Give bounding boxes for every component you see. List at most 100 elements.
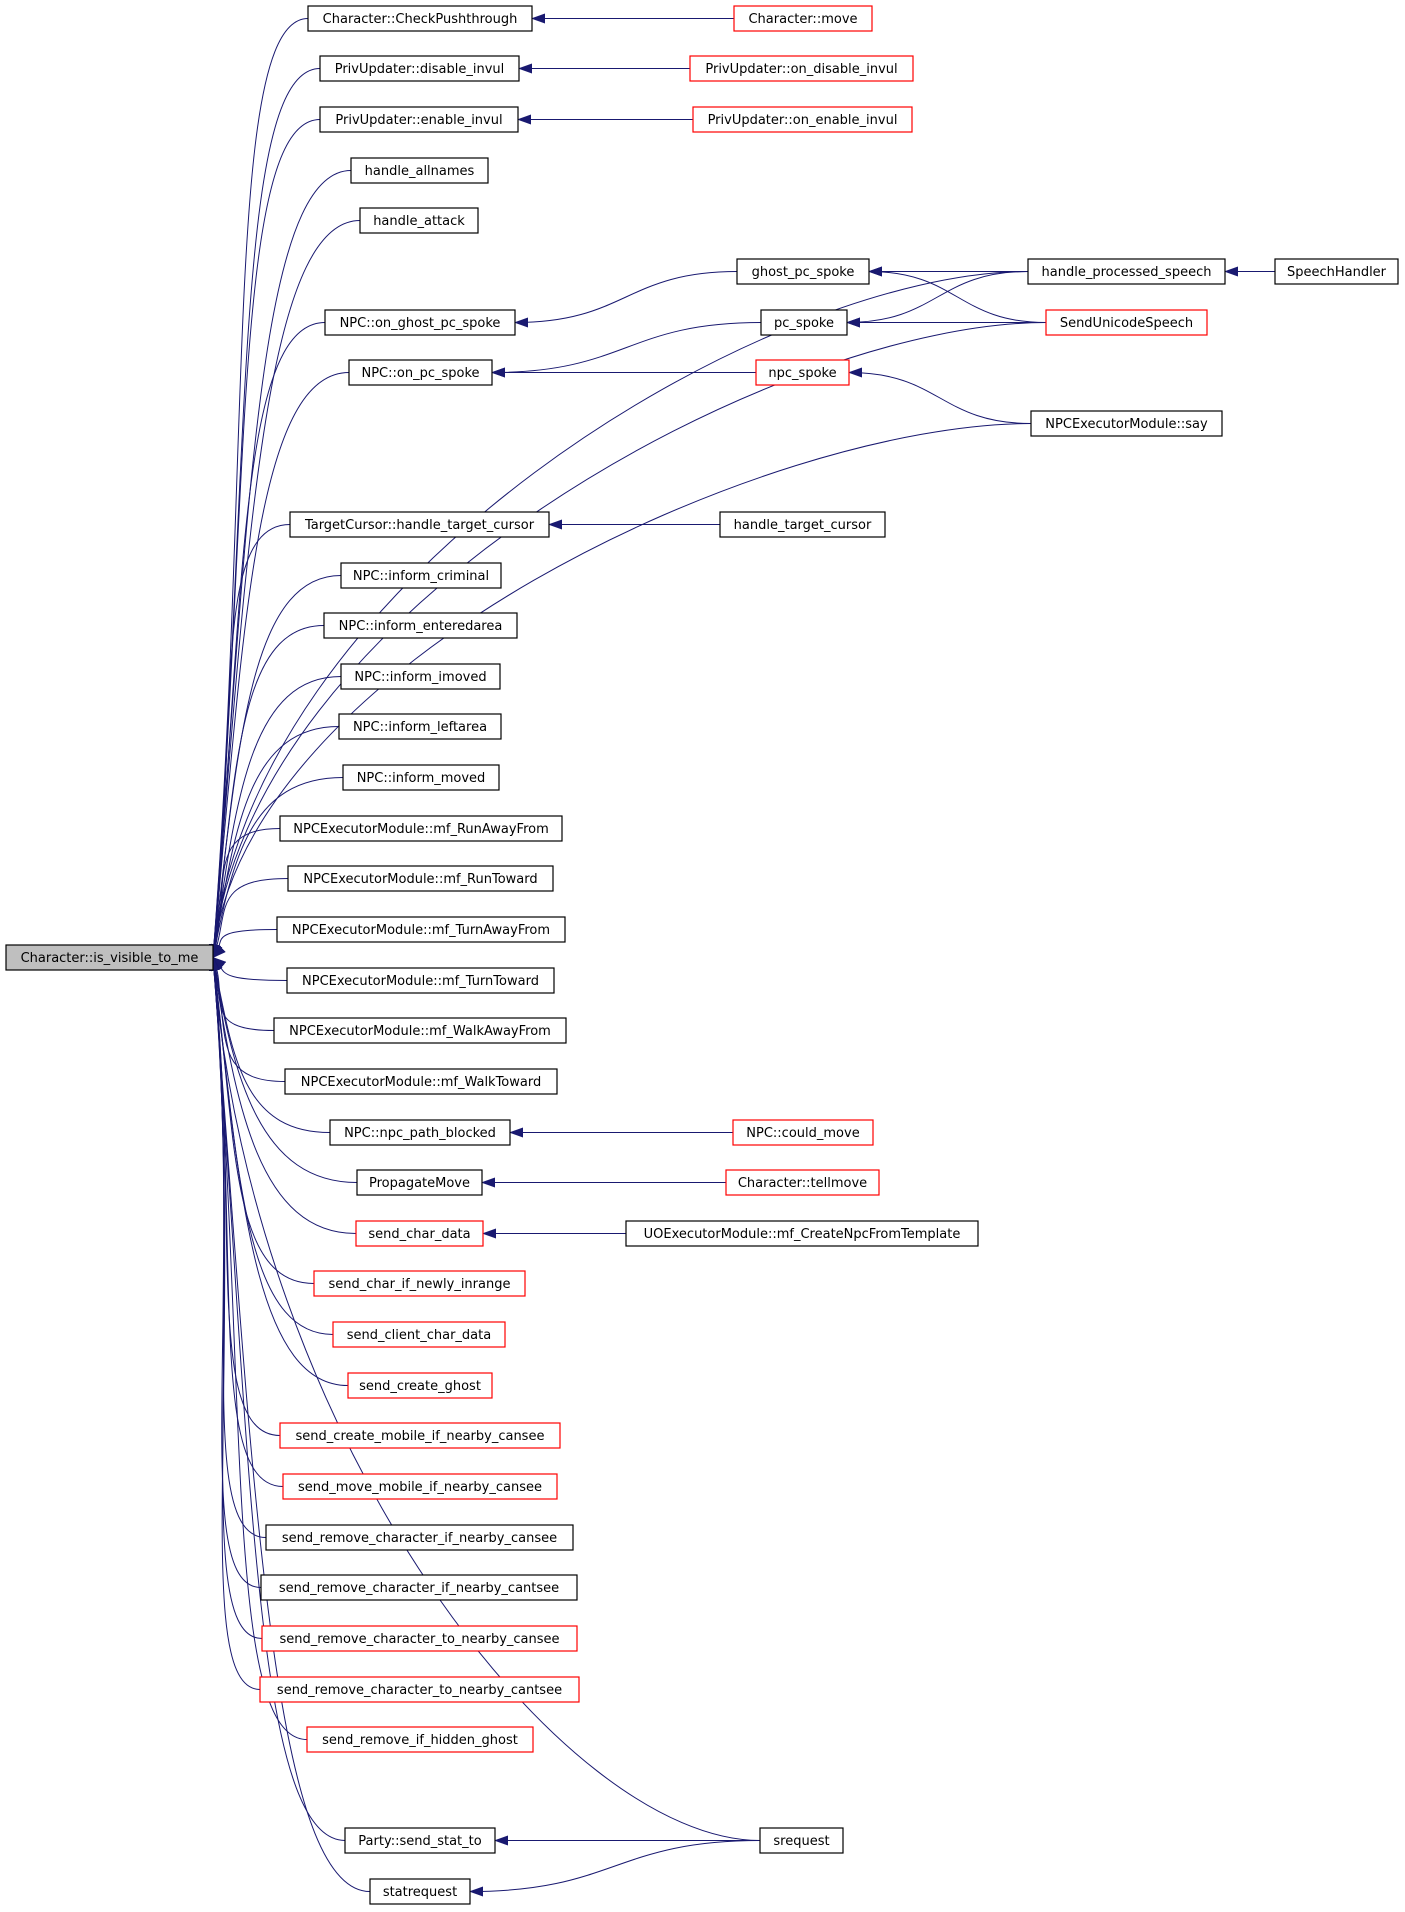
edge-n_say-to-n_npcspoke bbox=[848, 367, 1032, 424]
node-box bbox=[259, 1676, 580, 1703]
node-couldmove[interactable]: NPC::could_move bbox=[732, 1119, 874, 1146]
node-label: send_char_data bbox=[368, 1227, 470, 1242]
node-ghostspoke[interactable]: ghost_pc_spoke bbox=[736, 258, 870, 285]
node-tchtc[interactable]: TargetCursor::handle_target_cursor bbox=[289, 511, 550, 538]
root-node[interactable]: Character::is_visible_to_me bbox=[5, 944, 214, 971]
node-left[interactable]: NPC::inform_leftarea bbox=[338, 713, 502, 740]
node-moved[interactable]: NPC::inform_moved bbox=[342, 764, 500, 791]
node-rmhidden[interactable]: send_remove_if_hidden_ghost bbox=[306, 1726, 534, 1753]
edge-n_runtow-to-root bbox=[212, 878, 289, 959]
node-rmcansee[interactable]: send_remove_character_if_nearby_cansee bbox=[265, 1524, 574, 1551]
node-tellmove[interactable]: Character::tellmove bbox=[725, 1169, 880, 1196]
node-label: ghost_pc_spoke bbox=[752, 265, 855, 280]
node-box bbox=[1045, 309, 1208, 336]
node-createmob[interactable]: send_create_mobile_if_nearby_cansee bbox=[279, 1422, 561, 1449]
node-ghost[interactable]: send_create_ghost bbox=[347, 1372, 493, 1399]
node-label: srequest bbox=[773, 1834, 829, 1849]
node-attack[interactable]: handle_attack bbox=[359, 207, 479, 234]
edge-n_left-to-root bbox=[210, 726, 340, 959]
node-box bbox=[692, 106, 913, 133]
node-runtow[interactable]: NPCExecutorModule::mf_RunToward bbox=[287, 865, 554, 892]
node-label: NPCExecutorModule::mf_RunAwayFrom bbox=[293, 822, 549, 837]
node-label: PrivUpdater::enable_invul bbox=[335, 113, 502, 128]
node-box bbox=[1030, 410, 1223, 437]
node-label: send_create_mobile_if_nearby_cansee bbox=[296, 1429, 545, 1444]
node-label: send_create_ghost bbox=[359, 1379, 481, 1394]
node-label: NPC::inform_moved bbox=[357, 771, 486, 786]
node-checkpush[interactable]: Character::CheckPushthrough bbox=[307, 5, 533, 32]
edge-n_turntow-to-root bbox=[212, 956, 288, 981]
edge-n_rmcansee-to-root bbox=[209, 956, 267, 1538]
node-box bbox=[342, 764, 500, 791]
node-rmtocantsee[interactable]: send_remove_character_to_nearby_cantsee bbox=[259, 1676, 580, 1703]
node-srequest[interactable]: srequest bbox=[759, 1827, 844, 1854]
node-onpc[interactable]: NPC::on_pc_spoke bbox=[348, 359, 493, 386]
node-box bbox=[359, 207, 479, 234]
node-label: send_move_mobile_if_nearby_cansee bbox=[298, 1480, 542, 1495]
node-label: pc_spoke bbox=[774, 316, 834, 331]
node-label: Party::send_stat_to bbox=[358, 1834, 481, 1849]
node-oneninv[interactable]: PrivUpdater::on_enable_invul bbox=[692, 106, 913, 133]
node-box bbox=[306, 1726, 534, 1753]
node-sus[interactable]: SendUnicodeSpeech bbox=[1045, 309, 1208, 336]
node-label: send_remove_character_to_nearby_cansee bbox=[279, 1632, 559, 1647]
node-label: send_remove_if_hidden_ghost bbox=[322, 1733, 518, 1748]
node-walkaway[interactable]: NPCExecutorModule::mf_WalkAwayFrom bbox=[273, 1017, 567, 1044]
edge-n_runaway-to-root bbox=[211, 828, 281, 959]
node-turnaway[interactable]: NPCExecutorModule::mf_TurnAwayFrom bbox=[276, 916, 566, 943]
node-pathblk[interactable]: NPC::npc_path_blocked bbox=[329, 1119, 511, 1146]
node-label: NPCExecutorModule::mf_WalkToward bbox=[301, 1075, 541, 1090]
node-box bbox=[340, 663, 501, 690]
node-newly[interactable]: send_char_if_newly_inrange bbox=[313, 1270, 526, 1297]
node-label: send_char_if_newly_inrange bbox=[329, 1277, 511, 1292]
node-createnpc[interactable]: UOExecutorModule::mf_CreateNpcFromTempla… bbox=[625, 1220, 979, 1247]
node-scd[interactable]: send_char_data bbox=[355, 1220, 484, 1247]
node-box bbox=[313, 1270, 526, 1297]
node-label: send_client_char_data bbox=[347, 1328, 491, 1343]
node-sendstat[interactable]: Party::send_stat_to bbox=[344, 1827, 496, 1854]
node-eninv[interactable]: PrivUpdater::enable_invul bbox=[319, 106, 519, 133]
node-label: statrequest bbox=[383, 1885, 457, 1900]
node-label: send_remove_character_if_nearby_cansee bbox=[282, 1531, 557, 1546]
node-crim[interactable]: NPC::inform_criminal bbox=[340, 562, 502, 589]
node-movemob[interactable]: send_move_mobile_if_nearby_cansee bbox=[282, 1473, 558, 1500]
node-box bbox=[5, 944, 214, 971]
node-box bbox=[332, 1321, 506, 1348]
node-box bbox=[760, 309, 848, 336]
edge-n_statreq-to-root bbox=[209, 956, 371, 1892]
node-box bbox=[329, 1119, 511, 1146]
node-propmove[interactable]: PropagateMove bbox=[356, 1169, 483, 1196]
node-speechh[interactable]: SpeechHandler bbox=[1274, 258, 1399, 285]
node-chmove[interactable]: Character::move bbox=[733, 5, 873, 32]
node-box bbox=[279, 1422, 561, 1449]
node-htc[interactable]: handle_target_cursor bbox=[719, 511, 886, 538]
edge-n_imoved-to-root bbox=[209, 676, 342, 959]
edge-n_say-to-root bbox=[209, 423, 1032, 959]
node-imoved[interactable]: NPC::inform_imoved bbox=[340, 663, 501, 690]
node-onghost[interactable]: NPC::on_ghost_pc_spoke bbox=[324, 309, 516, 336]
edge-n_hps-to-n_pcspoke bbox=[846, 271, 1029, 328]
node-box bbox=[689, 55, 914, 82]
edge-n_propmove-to-root bbox=[210, 956, 358, 1183]
node-runaway[interactable]: NPCExecutorModule::mf_RunAwayFrom bbox=[279, 815, 563, 842]
edge-n_sendstat-to-root bbox=[209, 956, 346, 1841]
node-rmcantsee[interactable]: send_remove_character_if_nearby_cantsee bbox=[260, 1574, 578, 1601]
nodes-layer: Character::is_visible_to_me Character::Ch… bbox=[5, 5, 1399, 1905]
node-box bbox=[344, 1827, 496, 1854]
node-pcspoke[interactable]: pc_spoke bbox=[760, 309, 848, 336]
node-say[interactable]: NPCExecutorModule::say bbox=[1030, 410, 1223, 437]
node-enter[interactable]: NPC::inform_enteredarea bbox=[323, 612, 518, 639]
node-disinv[interactable]: PrivUpdater::disable_invul bbox=[319, 55, 520, 82]
node-turntow[interactable]: NPCExecutorModule::mf_TurnToward bbox=[286, 967, 555, 994]
node-label: UOExecutorModule::mf_CreateNpcFromTempla… bbox=[644, 1227, 961, 1242]
node-rmtocansee[interactable]: send_remove_character_to_nearby_cansee bbox=[261, 1625, 578, 1652]
node-walktow[interactable]: NPCExecutorModule::mf_WalkToward bbox=[284, 1068, 558, 1095]
node-ondisinv[interactable]: PrivUpdater::on_disable_invul bbox=[689, 55, 914, 82]
node-box bbox=[284, 1068, 558, 1095]
node-hps[interactable]: handle_processed_speech bbox=[1027, 258, 1226, 285]
node-allnames[interactable]: handle_allnames bbox=[350, 157, 489, 184]
node-npcspoke[interactable]: npc_spoke bbox=[755, 359, 850, 386]
node-statreq[interactable]: statrequest bbox=[369, 1878, 471, 1905]
node-box bbox=[350, 157, 489, 184]
node-clientcd[interactable]: send_client_char_data bbox=[332, 1321, 506, 1348]
